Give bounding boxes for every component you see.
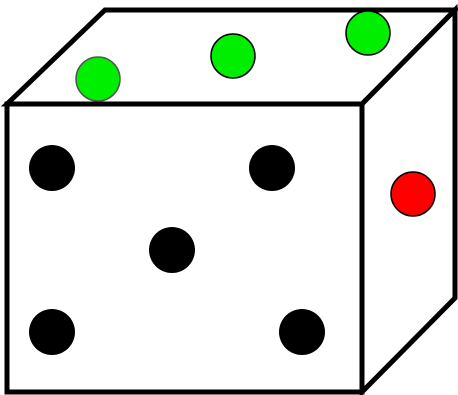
- right-pip: [391, 172, 435, 216]
- front-pip: [279, 309, 325, 355]
- front-pip: [29, 145, 75, 191]
- top-pip: [76, 57, 120, 101]
- front-pip: [149, 227, 195, 273]
- top-pip: [211, 34, 255, 78]
- front-pip: [249, 145, 295, 191]
- top-pip: [346, 11, 390, 55]
- front-pip: [29, 309, 75, 355]
